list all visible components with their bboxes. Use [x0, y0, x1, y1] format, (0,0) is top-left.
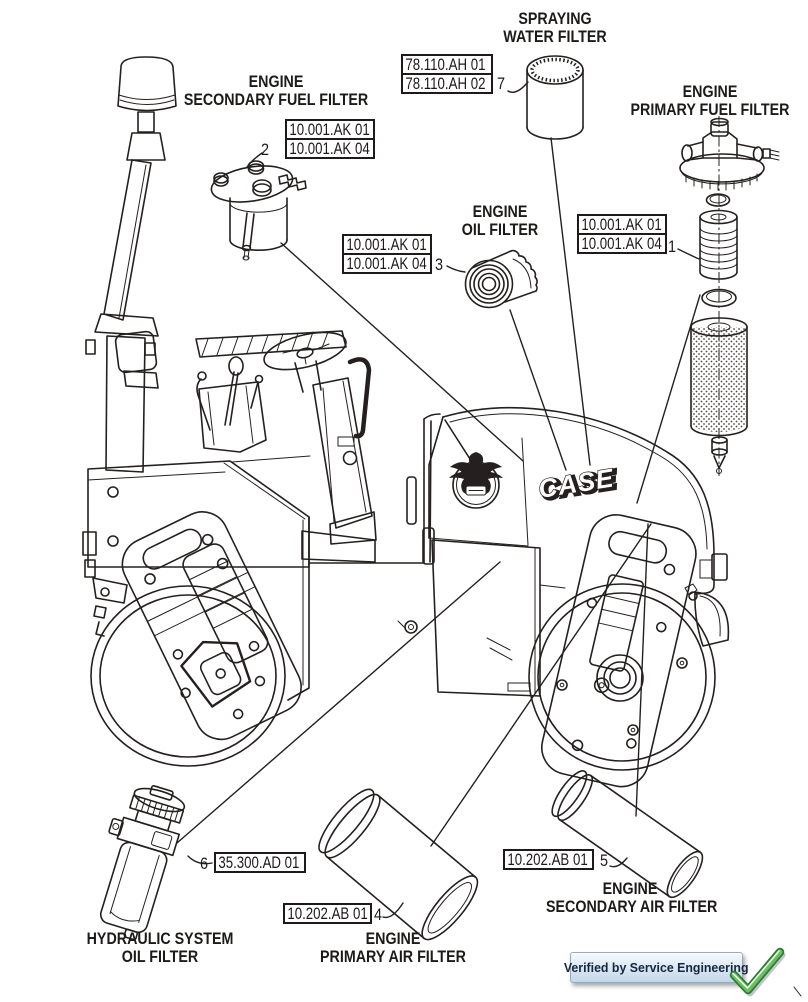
callout-2: 2 [260, 140, 270, 159]
front-frame [82, 455, 311, 701]
front-drum [90, 511, 302, 767]
beacon-light-icon [85, 56, 177, 473]
engine-primary-fuel-filter-drawing [679, 116, 780, 476]
stray-mark [793, 986, 802, 997]
machine-illustration: CASE CASE [82, 56, 730, 788]
part-ref-box: 35.300.AD 01 [214, 852, 306, 873]
part-ref-box: 78.110.AH 01 [401, 54, 493, 75]
part-ref-box: 10.202.AB 01 [283, 903, 372, 924]
engine-secondary-fuel-filter-drawing [210, 160, 307, 261]
label-engine-primary-air-filter: ENGINE PRIMARY AIR FILTER [320, 929, 466, 966]
case-logo: CASE CASE [536, 462, 621, 508]
label-spraying-water-filter: SPRAYING WATER FILTER [503, 9, 607, 46]
engine-secondary-air-filter-drawing [551, 770, 704, 899]
part-ref-box: 10.001.AK 01 [285, 119, 375, 140]
engine-primary-air-filter-drawing [318, 788, 479, 941]
part-ref-box: 10.001.AK 01 [342, 234, 432, 255]
case-logo-text: CASE [536, 462, 616, 504]
callout-4: 4 [373, 905, 383, 924]
part-ref-box: 78.110.AH 02 [401, 73, 493, 94]
hydraulic-system-oil-filter-drawing [99, 785, 186, 941]
label-engine-secondary-air-filter: ENGINE SECONDARY AIR FILTER [546, 879, 718, 916]
rear-hood [428, 406, 730, 697]
part-ref-box: 10.202.AB 01 [503, 849, 594, 870]
rear-drum [486, 514, 716, 788]
engine-oil-filter-drawing [464, 249, 538, 309]
operator-platform [114, 330, 347, 453]
part-ref-box: 10.001.AK 04 [285, 138, 375, 159]
steering-column [263, 331, 377, 563]
label-engine-oil-filter: ENGINE OIL FILTER [461, 202, 539, 239]
callout-6: 6 [199, 854, 209, 873]
callout-5: 5 [599, 851, 609, 870]
callout-7: 7 [496, 74, 506, 93]
part-ref-box: 10.001.AK 04 [342, 253, 432, 274]
label-hydraulic-system-oil-filter: HYDRAULIC SYSTEM OIL FILTER [86, 929, 234, 966]
callout-3: 3 [434, 255, 444, 274]
verified-badge-label: Verified by Service Engineering [564, 960, 749, 975]
part-ref-box: 10.001.AK 04 [577, 233, 667, 254]
callout-1: 1 [667, 237, 677, 256]
verified-badge: Verified by Service Engineering [564, 952, 749, 983]
label-engine-primary-fuel-filter: ENGINE PRIMARY FUEL FILTER [630, 82, 790, 119]
eagle-emblem-icon [449, 452, 503, 509]
spraying-water-filter-drawing [526, 55, 584, 140]
label-engine-secondary-fuel-filter: ENGINE SECONDARY FUEL FILTER [183, 72, 369, 109]
part-ref-box: 10.001.AK 01 [577, 214, 667, 235]
checkmark-icon [729, 947, 786, 997]
